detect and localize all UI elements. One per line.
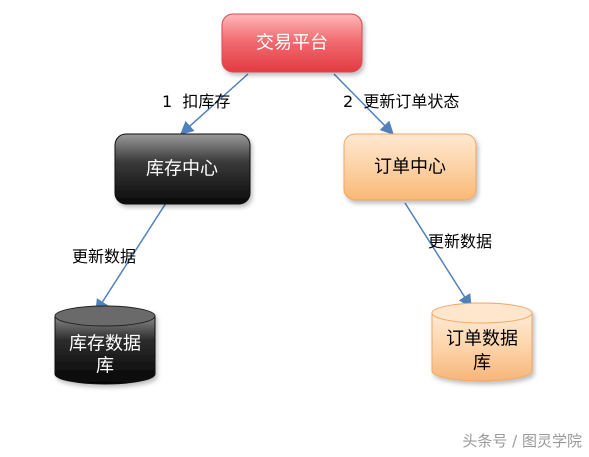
watermark-text: 头条号 / 图灵学院 [462,432,582,450]
node-inventory-database-label-line1: 库存数据 [69,334,141,355]
node-inventory-center [114,133,251,205]
arrow-platform-to-inventory-center [179,73,249,135]
node-order-center [343,133,477,201]
arrow-order-center-to-order-db [404,202,472,309]
edge-label-order-update-data: 更新数据 [428,232,492,251]
node-order-database-label-line2: 库 [473,353,491,374]
edge-label-update-order-status: 2 更新订单状态 [343,92,459,111]
edge-label-deduct-stock: 1 扣库存 [162,92,230,111]
node-order-database [431,302,533,382]
node-inventory-database-label-line2: 库 [96,356,114,377]
node-trading-platform [221,13,363,73]
node-order-center-label: 订单中心 [374,157,446,178]
node-order-database-label-line1: 订单数据 [446,329,518,350]
node-inventory-database [54,305,156,385]
arrow-platform-to-order-center [333,73,394,135]
arrow-inventory-center-to-inventory-db [95,202,167,314]
edge-label-inventory-update-data: 更新数据 [72,247,136,266]
node-trading-platform-label: 交易平台 [256,33,328,54]
node-inventory-center-label: 库存中心 [146,159,218,180]
